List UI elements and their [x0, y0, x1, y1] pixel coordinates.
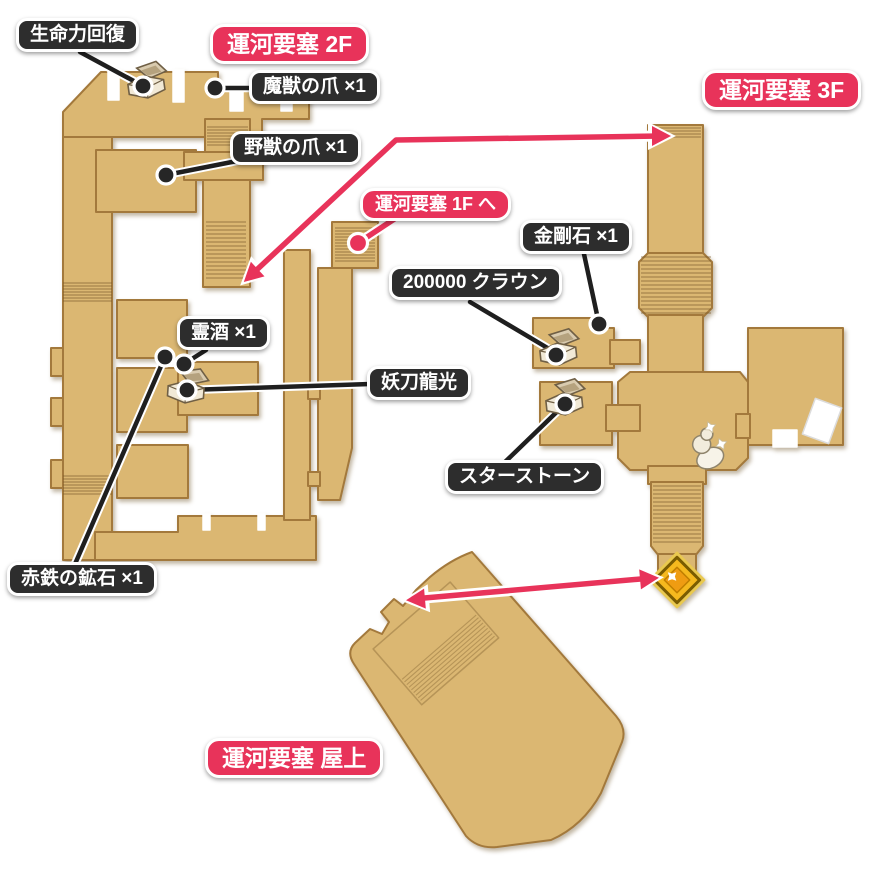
callout-lines [70, 47, 604, 569]
label-floor-3f: 運河要塞 3F [702, 70, 862, 111]
map-floor-rooftop [349, 551, 625, 849]
route-arrow-3f-to-roof [401, 565, 664, 613]
statue-icon [691, 421, 728, 470]
label-floor-2f: 運河要塞 2F [210, 24, 370, 65]
label-yajuu-claw: 野獣の爪 ×1 [230, 131, 361, 165]
label-crowns: 200000 クラウン [389, 266, 562, 300]
white-card-icon [801, 397, 843, 445]
marker-dots [132, 75, 610, 415]
label-akagane-ore: 赤鉄の鉱石 ×1 [7, 562, 157, 596]
label-exit-to-1f: 運河要塞 1F へ [360, 188, 512, 221]
label-life-recovery: 生命力回復 [16, 18, 140, 52]
gold-portal-icon [648, 551, 706, 609]
label-youtou-ryuukou: 妖刀龍光 [367, 366, 472, 400]
label-floor-rooftop: 運河要塞 屋上 [205, 738, 384, 779]
label-kongouseki: 金剛石 ×1 [520, 220, 632, 254]
exit-1f-marker-dot [346, 231, 370, 255]
route-arrow-2f-to-3f [240, 122, 676, 286]
label-reishu: 霊酒 ×1 [177, 316, 270, 350]
label-star-stone: スターストーン [445, 460, 605, 494]
label-majuu-claw: 魔獣の爪 ×1 [249, 70, 380, 104]
map-floor-3f [532, 124, 844, 609]
